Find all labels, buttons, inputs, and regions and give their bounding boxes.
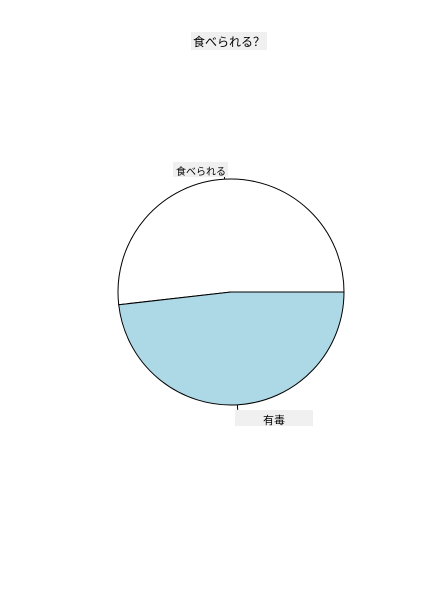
chart-title: 食べられる？ [193,34,265,49]
chart-title-background [191,32,267,50]
slice-label-poisonous: 有毒 [263,413,285,427]
slice-label-background-poisonous [235,410,313,426]
pie-slice-1 [118,291,345,406]
slice-label-edible: 食べられる [176,165,226,178]
pie-slices [117,178,345,406]
slice-label-background-edible [173,162,228,177]
